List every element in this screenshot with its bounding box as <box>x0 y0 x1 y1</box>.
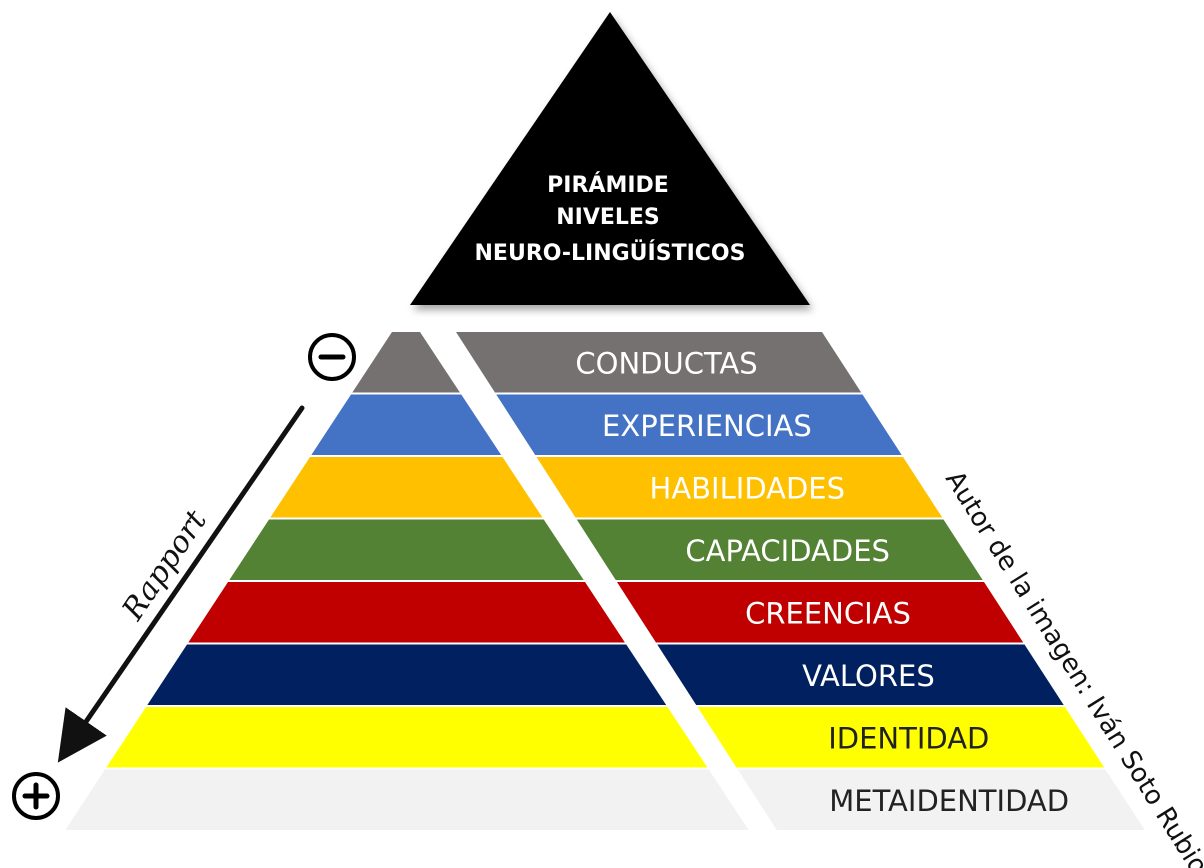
level-label-conductas: CONDUCTAS <box>575 346 757 380</box>
level-label-experiencias: EXPERIENCIAS <box>602 409 812 443</box>
title-line-2: NIVELES <box>556 205 660 230</box>
right-band-6 <box>657 644 1064 705</box>
right-band-3 <box>536 457 943 518</box>
left-band-4 <box>229 519 584 580</box>
level-label-identidad: IDENTIDAD <box>828 721 989 755</box>
pyramid-right-bands: CONDUCTAS EXPERIENCIAS HABILIDADES CAPACIDA… <box>456 332 1145 830</box>
level-label-capacidades: CAPACIDADES <box>685 534 890 568</box>
right-band-4 <box>576 519 983 580</box>
left-band-3 <box>270 457 543 518</box>
left-band-2 <box>311 394 502 455</box>
right-band-1 <box>456 332 862 393</box>
title-line-3: NEURO-LINGÜÍSTICOS <box>475 240 746 266</box>
left-band-8 <box>65 769 749 830</box>
level-label-creencias: CREENCIAS <box>745 596 911 630</box>
level-label-valores: VALORES <box>802 659 935 693</box>
left-band-6 <box>147 644 667 705</box>
left-band-5 <box>188 582 625 643</box>
left-band-1 <box>352 332 460 393</box>
title-triangle <box>410 12 810 305</box>
right-band-7 <box>697 707 1105 768</box>
title-triangle-group: PIRÁMIDE NIVELES NEURO-LINGÜÍSTICOS <box>410 12 810 305</box>
right-band-5 <box>617 582 1024 643</box>
right-band-2 <box>496 394 902 455</box>
rapport-arrow <box>57 405 305 763</box>
right-band-8 <box>737 769 1145 830</box>
left-band-7 <box>106 707 708 768</box>
pyramid-left-bands <box>65 332 749 830</box>
level-label-habilidades: HABILIDADES <box>650 471 846 505</box>
level-label-metaidentidad: METAIDENTIDAD <box>829 784 1069 818</box>
title-line-1: PIRÁMIDE <box>547 172 669 198</box>
